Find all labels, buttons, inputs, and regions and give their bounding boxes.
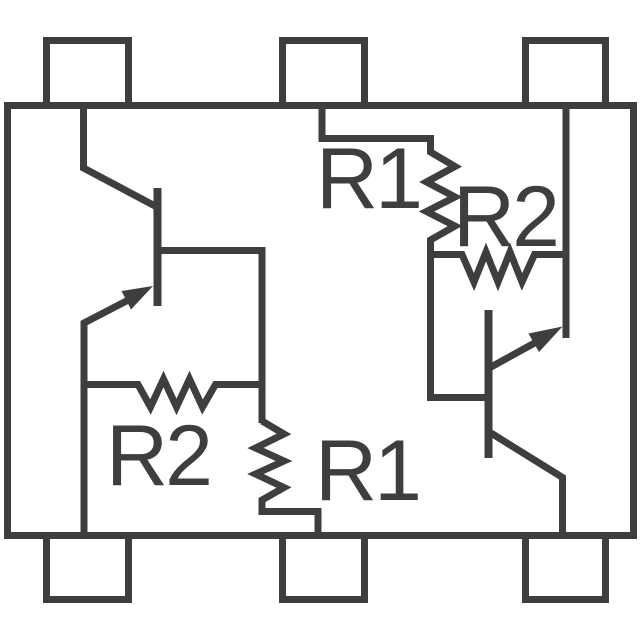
q2-r1-label: R1 xyxy=(316,131,420,227)
pin-bottom-left xyxy=(43,536,132,603)
q2-resistor-r2 xyxy=(430,242,566,292)
q1-r2-label: R2 xyxy=(106,408,210,504)
wire-layer xyxy=(4,37,637,603)
label-layer: R1 R2 R2 R1 xyxy=(106,131,560,519)
pin-bottom-middle xyxy=(279,536,368,603)
q1-base-wire xyxy=(155,247,266,423)
q2-collector-wire xyxy=(489,430,566,538)
q1-r1-label: R1 xyxy=(315,423,419,519)
pin-top-right xyxy=(522,37,609,104)
q2-r2-label: R2 xyxy=(453,169,557,265)
q2-emitter-wire xyxy=(489,336,542,371)
q1-resistor-r2 xyxy=(84,370,262,416)
pin-top-left xyxy=(43,37,132,104)
pin-bottom-right xyxy=(522,536,609,603)
pin-top-middle xyxy=(279,37,368,104)
q2-base-wire xyxy=(427,251,489,401)
q2-resistor-r1 xyxy=(318,103,463,255)
q1-resistor-r1 xyxy=(247,417,322,538)
q2-emitter-arrowhead-icon xyxy=(528,326,563,352)
q1-emitter-arrowhead-icon xyxy=(121,286,153,310)
q1-collector-wire xyxy=(80,103,157,210)
package-outline xyxy=(4,102,637,539)
arrowhead-layer xyxy=(121,286,563,352)
q1-emitter-wire xyxy=(80,290,142,538)
